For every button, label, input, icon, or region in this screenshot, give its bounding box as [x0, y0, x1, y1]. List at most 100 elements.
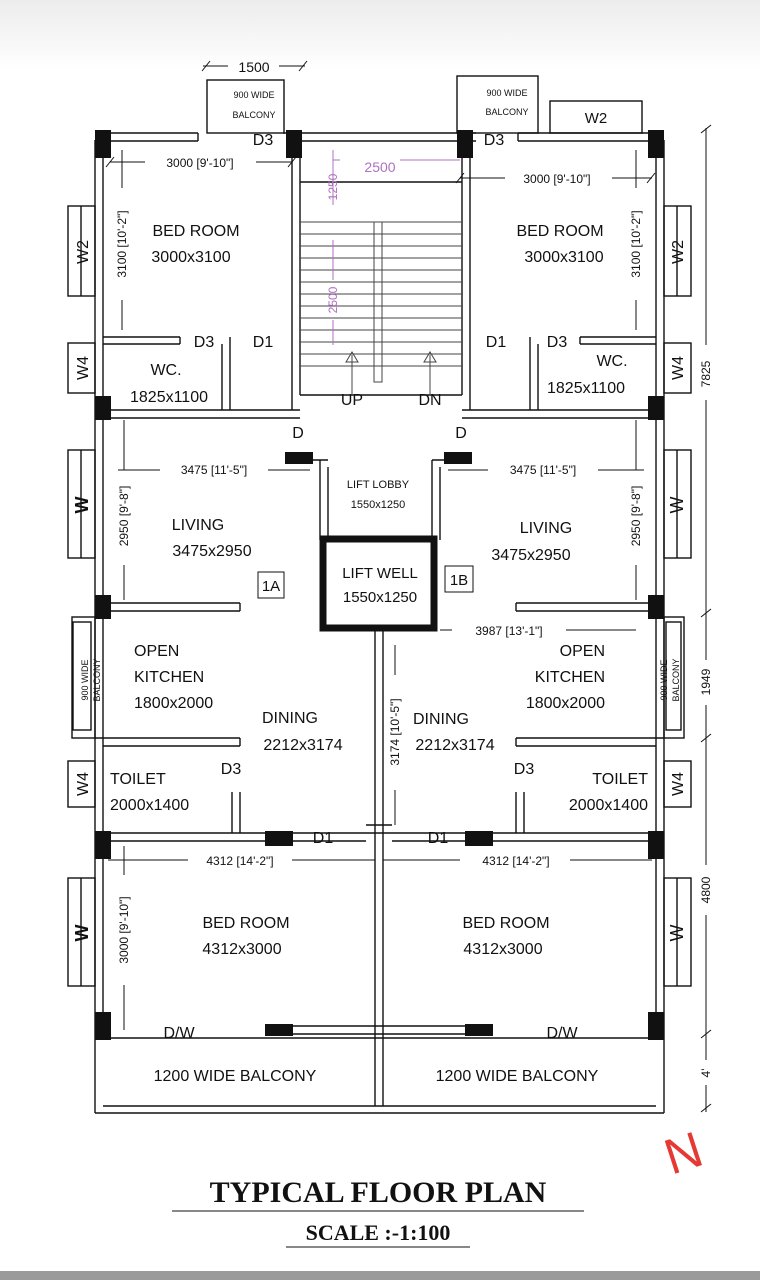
bed-room-top-left-label: BED ROOM	[152, 223, 239, 240]
window-w-left-bed: W	[72, 925, 92, 942]
bed-room-bottom-right-label: BED ROOM	[462, 915, 549, 932]
living-right-width: 3475 [11'-5"]	[510, 463, 576, 477]
balcony-top-left-line1: 900 WIDE	[233, 90, 274, 100]
wc-left-label: WC.	[150, 362, 181, 379]
bed-room-bottom-left-size: 4312x3000	[202, 941, 281, 958]
side-balcony-left-line2: BALCONY	[92, 658, 102, 701]
window-w-right-living: W	[667, 497, 687, 514]
top-shade	[0, 0, 760, 70]
lift-well-size: 1550x1250	[343, 589, 417, 606]
lift-lobby-size: 1550x1250	[351, 499, 405, 511]
bed-room-top-right-size: 3000x3100	[524, 249, 603, 266]
flat-1a-label: 1A	[262, 578, 280, 595]
stair-dn-label: DN	[418, 392, 441, 409]
plan-scale: SCALE :-1:100	[306, 1220, 451, 1245]
stair-up-label: UP	[341, 392, 363, 409]
flat-1a-box	[257, 571, 285, 599]
door-d3-top-right: D3	[484, 132, 505, 149]
stair-landing-dim: 1250	[326, 173, 340, 200]
flat-1b-label: 1B	[450, 572, 468, 589]
kitchen-right-label: KITCHEN	[535, 669, 605, 686]
stair-treads	[300, 221, 462, 395]
kitchen-right-width: 3987 [13'-1"]	[475, 624, 542, 638]
bed-room-top-right-label: BED ROOM	[516, 223, 603, 240]
wc-left-size: 1825x1100	[130, 389, 208, 406]
lift-well-label: LIFT WELL	[342, 565, 418, 582]
bed-top-left-height: 3100 [10'-2"]	[115, 210, 129, 277]
bottom-balcony-right-label: 1200 WIDE BALCONY	[436, 1068, 599, 1085]
wall-lines	[67, 75, 692, 1114]
bottom-balcony-left-label: 1200 WIDE BALCONY	[154, 1068, 317, 1085]
window-w4-right-lower: W4	[670, 772, 687, 796]
north-arrow-label: N	[658, 1121, 710, 1185]
window-w4-left-lower: W4	[75, 772, 92, 796]
living-right-size: 3475x2950	[491, 547, 570, 564]
window-w2-right: W2	[670, 240, 687, 264]
door-d3-wc-left: D3	[194, 334, 215, 351]
door-d3-wc-right: D3	[547, 334, 568, 351]
right-dim-7825: 7825	[699, 360, 713, 387]
bed-room-bottom-left-label: BED ROOM	[202, 915, 289, 932]
kitchen-left-size: 1800x2000	[134, 695, 213, 712]
living-right-height: 2950 [9'-8"]	[629, 486, 643, 547]
balcony-top-right-line1: 900 WIDE	[486, 88, 527, 98]
window-w2-top: W2	[585, 110, 608, 127]
kitchen-right-open: OPEN	[560, 643, 605, 660]
door-d1-bottom-right: D1	[428, 830, 449, 847]
bed-top-right-height: 3100 [10'-2"]	[629, 210, 643, 277]
dining-right-size: 2212x3174	[415, 737, 494, 754]
living-left-size: 3475x2950	[172, 543, 251, 560]
bottom-bar	[0, 1271, 760, 1280]
door-d3-toilet-right: D3	[514, 761, 535, 778]
door-d1-left: D1	[253, 334, 274, 351]
bed-bottom-left-width: 4312 [14'-2"]	[206, 854, 273, 868]
wc-right-label: WC.	[596, 353, 627, 370]
balcony-top-left-line2: BALCONY	[232, 110, 275, 120]
plan-title: TYPICAL FLOOR PLAN	[210, 1176, 547, 1209]
side-balcony-right-line1: 900 WIDE	[659, 659, 669, 700]
dining-height-dim: 3174 [10'-5"]	[388, 698, 402, 765]
bed-top-right-width: 3000 [9'-10"]	[523, 172, 590, 186]
dimension-lines	[105, 60, 712, 1113]
flat-1b-box	[444, 565, 474, 593]
dining-left-size: 2212x3174	[263, 737, 342, 754]
window-w-left-living: W	[72, 497, 92, 514]
kitchen-right-size: 1800x2000	[526, 695, 605, 712]
side-balcony-left-line1: 900 WIDE	[80, 659, 90, 700]
door-d-lobby-left: D	[292, 425, 304, 442]
stair-flight-dim: 2500	[326, 286, 340, 313]
kitchen-left-open: OPEN	[134, 643, 179, 660]
living-left-width: 3475 [11'-5"]	[181, 463, 247, 477]
side-balcony-right-line2: BALCONY	[671, 658, 681, 701]
window-w4-right-upper: W4	[670, 356, 687, 380]
right-dim-4800: 4800	[699, 876, 713, 903]
window-w-right-bed: W	[667, 925, 687, 942]
door-d3-top-left: D3	[253, 132, 274, 149]
dining-right-label: DINING	[413, 711, 469, 728]
bed-room-bottom-right-size: 4312x3000	[463, 941, 542, 958]
right-dim-1949: 1949	[699, 668, 713, 695]
living-left-height: 2950 [9'-8"]	[117, 486, 131, 547]
living-right-label: LIVING	[520, 520, 572, 537]
bed-top-left-width: 3000 [9'-10"]	[166, 156, 233, 170]
toilet-left-label: TOILET	[110, 771, 166, 788]
living-left-label: LIVING	[172, 517, 224, 534]
bed-bottom-left-height: 3000 [9'-10"]	[117, 896, 131, 963]
wc-right-size: 1825x1100	[547, 380, 625, 397]
toilet-left-size: 2000x1400	[110, 797, 189, 814]
lift-well-box	[319, 535, 438, 632]
dw-left-label: D/W	[163, 1025, 195, 1042]
right-dim-4ft: 4'	[699, 1069, 713, 1078]
toilet-right-size: 2000x1400	[569, 797, 648, 814]
bed-bottom-right-width: 4312 [14'-2"]	[482, 854, 549, 868]
stair-dim-lines	[332, 150, 460, 345]
window-w4-left-upper: W4	[75, 356, 92, 380]
stair-width-dim: 2500	[364, 159, 395, 175]
dining-left-label: DINING	[262, 710, 318, 727]
bed-room-top-left-size: 3000x3100	[151, 249, 230, 266]
door-d-lobby-right: D	[455, 425, 467, 442]
columns	[95, 130, 664, 1040]
top-width-dim: 1500	[238, 59, 269, 75]
kitchen-left-label: KITCHEN	[134, 669, 204, 686]
